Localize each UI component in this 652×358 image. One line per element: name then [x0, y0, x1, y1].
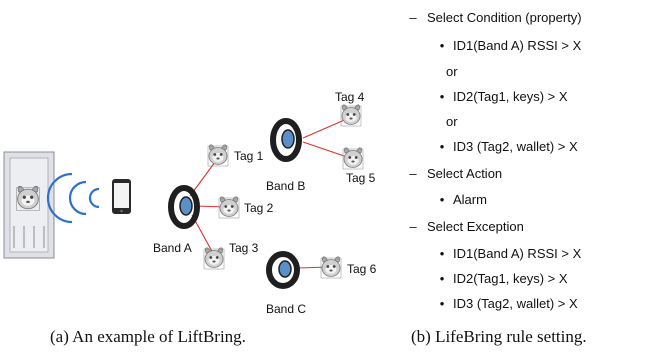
tag-5-icon	[342, 147, 364, 170]
or-label: or	[446, 114, 458, 129]
or-label: or	[446, 64, 458, 79]
tag-4-icon	[340, 104, 362, 127]
smartphone-icon	[112, 179, 131, 214]
tag-4-label: Tag 4	[335, 90, 365, 104]
band-a-icon	[168, 185, 200, 229]
tag-6-label: Tag 6	[347, 262, 377, 276]
door	[3, 151, 55, 259]
caption-a: (a) An example of LiftBring.	[50, 327, 246, 346]
band-b-label: Band B	[266, 179, 305, 193]
connection-links	[189, 117, 351, 269]
caption-b: (b) LifeBring rule setting.	[411, 327, 587, 346]
band-a-label: Band A	[153, 241, 192, 255]
band-c-icon	[266, 251, 300, 289]
tag-1-icon	[207, 144, 229, 167]
tag-1-label: Tag 1	[234, 149, 264, 163]
wireless-signal-icon	[46, 172, 100, 224]
tag-3-label: Tag 3	[229, 241, 259, 255]
band-c-label: Band C	[266, 302, 306, 316]
tag-5-label: Tag 5	[346, 171, 376, 185]
band-b-icon	[270, 118, 302, 162]
tag-2-label: Tag 2	[244, 201, 274, 215]
tag-3-icon	[203, 247, 225, 270]
tag-2-icon	[218, 196, 240, 219]
tag-6-icon	[320, 256, 342, 279]
